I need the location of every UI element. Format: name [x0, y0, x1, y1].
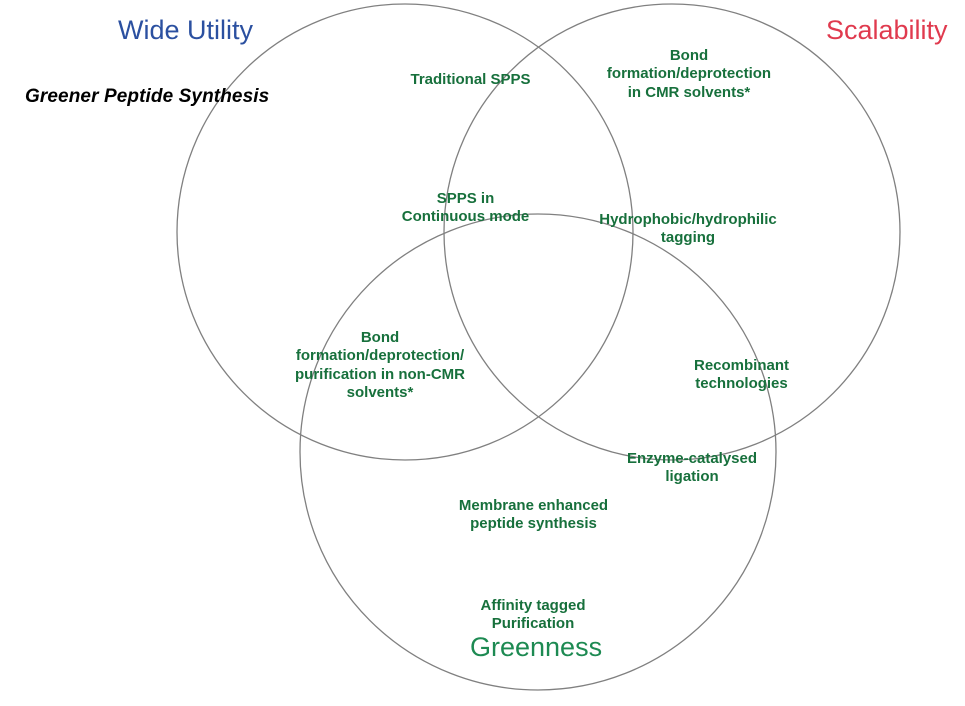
- circle-wide-utility: [176, 3, 634, 461]
- venn-item-membrane-enhanced-synthesis: Membrane enhanced peptide synthesis: [458, 497, 609, 533]
- circle-greenness: [299, 213, 777, 691]
- venn-item-affinity-tagged-purification: Affinity tagged Purification: [480, 597, 586, 633]
- circle-scalability: [443, 3, 901, 461]
- venn-item-spps-continuous: SPPS in Continuous mode: [401, 190, 530, 226]
- set-label-greenness: Greenness: [470, 632, 603, 662]
- venn-item-cmr-solvents: Bond formation/deprotection in CMR solve…: [606, 47, 772, 101]
- venn-item-hydrophobic-tagging: Hydrophobic/hydrophilic tagging: [599, 211, 777, 247]
- venn-item-non-cmr-solvents: Bond formation/deprotection/ purificatio…: [295, 329, 465, 401]
- set-label-wide-utility: Wide Utility: [118, 15, 254, 45]
- venn-item-recombinant-technologies: Recombinant technologies: [693, 357, 789, 393]
- venn-item-traditional-spps: Traditional SPPS: [410, 71, 531, 88]
- venn-item-enzyme-catalysed-ligation: Enzyme-catalysed ligation: [626, 450, 758, 486]
- diagram-title: Greener Peptide Synthesis: [25, 86, 270, 107]
- set-label-scalability: Scalability: [826, 15, 948, 45]
